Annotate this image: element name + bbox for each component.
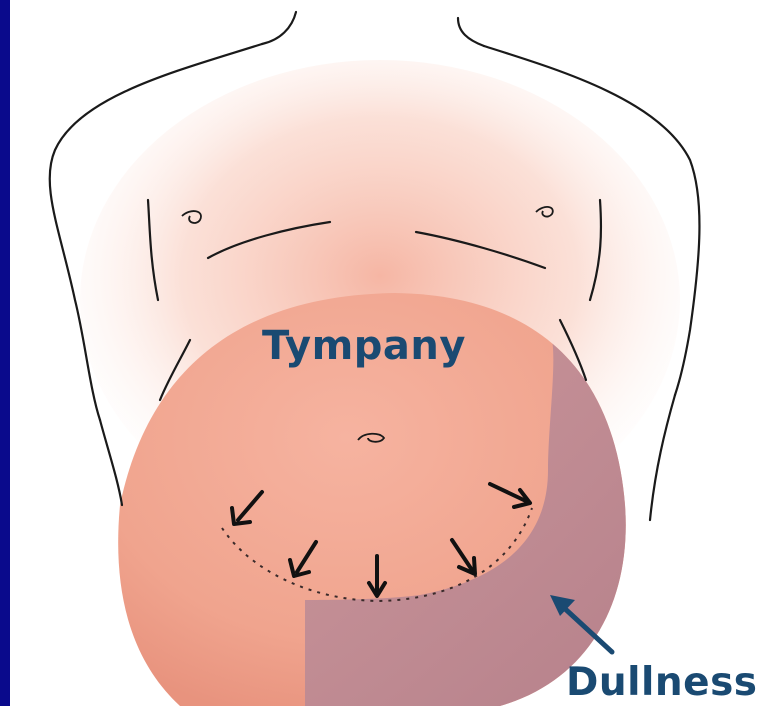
tympany-label: Tympany [262, 326, 466, 366]
dullness-label: Dullness [566, 663, 758, 702]
